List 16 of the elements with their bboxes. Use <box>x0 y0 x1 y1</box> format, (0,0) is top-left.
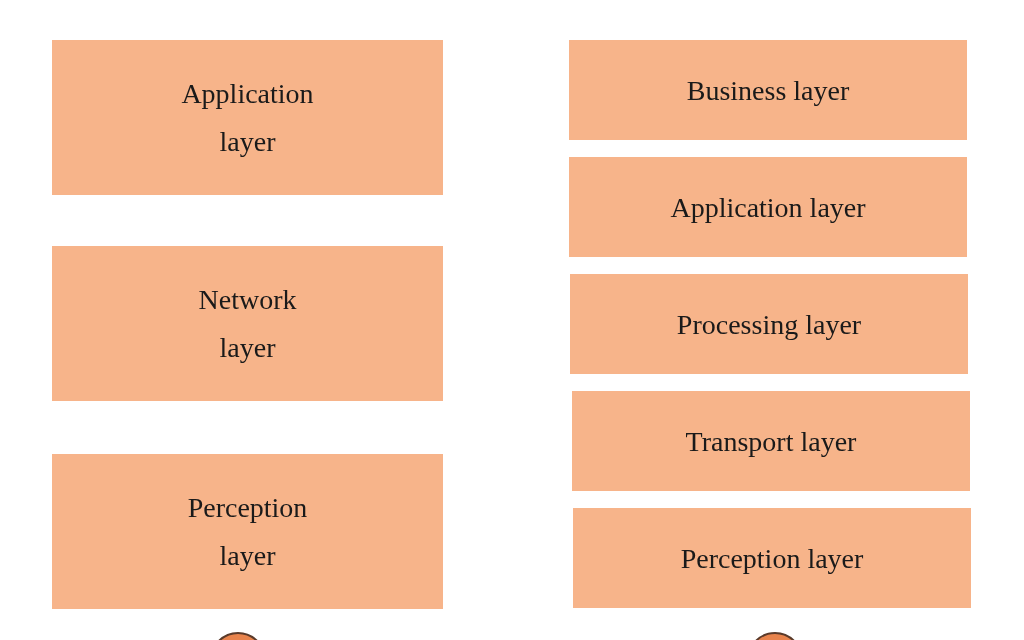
layer-label: Application layer <box>180 76 315 159</box>
layer-box <box>570 274 968 374</box>
layer-box <box>573 508 971 608</box>
layer-box <box>569 157 967 257</box>
layer-label: Business layer <box>686 73 850 108</box>
layer-label: Processing layer <box>676 307 862 342</box>
layer-box <box>52 246 443 401</box>
layer-box <box>52 454 443 609</box>
layer-box <box>572 391 970 491</box>
layer-label: Application layer <box>670 190 866 225</box>
layer-label: Perception layer <box>186 490 309 573</box>
layer-box <box>569 40 967 140</box>
layer-label: Network layer <box>197 282 298 365</box>
layer-label: Transport layer <box>685 424 857 459</box>
layer-label: Perception layer <box>680 541 864 576</box>
layer-box <box>52 40 443 195</box>
